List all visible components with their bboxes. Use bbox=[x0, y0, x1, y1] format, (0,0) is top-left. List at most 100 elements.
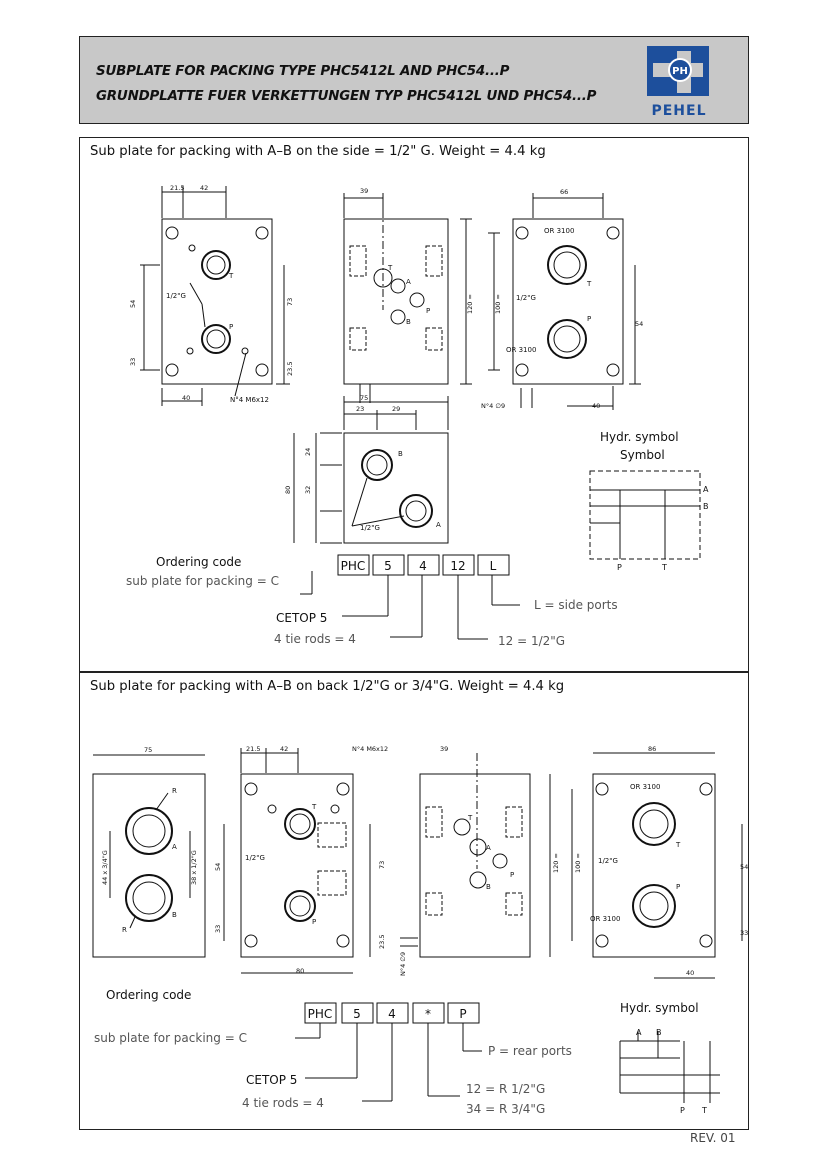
section2-title: Sub plate for packing with A–B on back 1… bbox=[90, 679, 565, 694]
ordering-subplate: sub plate for packing = C bbox=[126, 574, 279, 588]
oring-bottom: OR 3100 bbox=[590, 915, 620, 923]
ordering-cetop: CETOP 5 bbox=[276, 611, 327, 625]
port-A-side: A bbox=[486, 844, 491, 852]
dim-29: 29 bbox=[392, 405, 400, 413]
port-T-side: T bbox=[387, 264, 393, 272]
dim-42: 42 bbox=[280, 745, 288, 753]
ordering-subplate: sub plate for packing = C bbox=[94, 1031, 247, 1045]
dim-86: 86 bbox=[648, 745, 656, 753]
port-P: P bbox=[229, 323, 233, 331]
dim-holes-9: N°4 ∅9 bbox=[399, 952, 407, 976]
ordering-tie-rods: 4 tie rods = 4 bbox=[242, 1096, 324, 1110]
ordering-size: 12 = 1/2"G bbox=[498, 634, 565, 648]
port-T: T bbox=[228, 272, 234, 280]
code-box-L: L bbox=[490, 559, 497, 573]
ordering-size-34: 34 = R 3/4"G bbox=[466, 1102, 545, 1116]
oring-bottom: OR 3100 bbox=[506, 346, 536, 354]
dim-23-5: 23.5 bbox=[378, 935, 386, 949]
dim-120: 120 = bbox=[466, 294, 474, 314]
dim-33: 33 bbox=[129, 358, 137, 366]
port-T-3: T bbox=[586, 280, 592, 288]
dim-54: 54 bbox=[214, 863, 222, 871]
dim-54-right: 54 bbox=[635, 320, 643, 328]
hydr-symbol-subtitle: Symbol bbox=[620, 448, 665, 462]
code-box-12: 12 bbox=[450, 559, 465, 573]
section-side-ports: Sub plate for packing with A–B on the si… bbox=[79, 137, 749, 672]
logo-text: PEHEL bbox=[651, 103, 706, 119]
dim-54: 54 bbox=[129, 300, 137, 308]
dim-33-right: 33 bbox=[740, 929, 748, 937]
dim-38-thread: 38 x 1/2"G bbox=[190, 850, 198, 885]
sym-B: B bbox=[656, 1028, 662, 1037]
title-german: GRUNDPLATTE FUER VERKETTUNGEN TYP PHC541… bbox=[96, 89, 597, 104]
code-box-4: 4 bbox=[388, 1007, 396, 1021]
dim-73: 73 bbox=[378, 861, 386, 869]
code-box-4: 4 bbox=[419, 559, 427, 573]
port-A-side: A bbox=[406, 278, 411, 286]
sym-T: T bbox=[701, 1106, 707, 1115]
dim-73: 73 bbox=[286, 298, 294, 306]
title-band: SUBPLATE FOR PACKING TYPE PHC5412L AND P… bbox=[79, 36, 749, 124]
dim-40-right: 40 bbox=[592, 402, 600, 410]
ordering-tie-rods: 4 tie rods = 4 bbox=[274, 632, 356, 646]
dim-21-5: 21.5 bbox=[246, 745, 260, 753]
screws-label: N°4 M6x12 bbox=[352, 745, 388, 753]
code-box-5: 5 bbox=[384, 559, 392, 573]
dim-holes-9: N°4 ∅9 bbox=[481, 402, 505, 410]
port-B-bottom: B bbox=[398, 450, 403, 458]
oring-top: OR 3100 bbox=[630, 783, 660, 791]
code-box-phc: PHC bbox=[308, 1007, 333, 1021]
ordering-ports: L = side ports bbox=[534, 598, 618, 612]
dim-75: 75 bbox=[360, 394, 368, 402]
port-A-rear: A bbox=[172, 843, 177, 851]
oring-top: OR 3100 bbox=[544, 227, 574, 235]
ordering-title: Ordering code bbox=[106, 988, 191, 1002]
section1-title: Sub plate for packing with A–B on the si… bbox=[90, 144, 546, 159]
dim-54-right: 54 bbox=[740, 863, 748, 871]
port-B-rear: B bbox=[172, 911, 177, 919]
dim-33: 33 bbox=[214, 925, 222, 933]
thread-label-3: 1/2"G bbox=[598, 857, 618, 865]
dim-21-5: 21.5 bbox=[170, 184, 184, 192]
sym-T: T bbox=[661, 563, 667, 572]
section1-drawing: 21.5 42 39 66 54 73 33 23.5 40 120 = 100… bbox=[126, 184, 709, 648]
radius-bottom: R bbox=[122, 926, 127, 934]
code-box-phc: PHC bbox=[341, 559, 366, 573]
port-B-side: B bbox=[406, 318, 411, 326]
port-P-side: P bbox=[510, 871, 514, 879]
dim-23: 23 bbox=[356, 405, 364, 413]
dim-120: 120 = bbox=[552, 853, 560, 873]
port-P-3: P bbox=[587, 315, 591, 323]
thread-label: 1/2"G bbox=[245, 854, 265, 862]
sym-A: A bbox=[703, 485, 709, 494]
dim-40: 40 bbox=[182, 394, 190, 402]
sym-P: P bbox=[617, 563, 622, 572]
port-B-side: B bbox=[486, 883, 491, 891]
dim-42: 42 bbox=[200, 184, 208, 192]
dim-75: 75 bbox=[144, 746, 152, 754]
dim-100: 100 = bbox=[574, 853, 582, 873]
code-box-star: * bbox=[425, 1007, 431, 1021]
code-box-P: P bbox=[459, 1007, 466, 1021]
port-P: P bbox=[312, 918, 316, 926]
sym-P: P bbox=[680, 1106, 685, 1115]
dim-23-5: 23.5 bbox=[286, 362, 294, 376]
dim-32: 32 bbox=[304, 486, 312, 494]
port-P-side: P bbox=[426, 307, 430, 315]
pehel-logo: PH PEHEL bbox=[647, 46, 709, 119]
hydr-symbol-title: Hydr. symbol bbox=[620, 1001, 699, 1015]
dim-39: 39 bbox=[440, 745, 448, 753]
section2-drawing: 75 21.5 42 N°4 M6x12 39 86 44 x 3/4"G 38… bbox=[92, 745, 748, 1116]
dim-80: 80 bbox=[296, 967, 304, 975]
thread-label-3: 1/2"G bbox=[516, 294, 536, 302]
logo-mark: PH bbox=[672, 66, 688, 77]
dim-80: 80 bbox=[284, 486, 292, 494]
title-english: SUBPLATE FOR PACKING TYPE PHC5412L AND P… bbox=[96, 64, 510, 79]
port-T-3: T bbox=[675, 841, 681, 849]
dim-40: 40 bbox=[686, 969, 694, 977]
dim-44-thread: 44 x 3/4"G bbox=[101, 850, 109, 885]
revision-label: REV. 01 bbox=[690, 1131, 736, 1145]
ordering-size-12: 12 = R 1/2"G bbox=[466, 1082, 545, 1096]
thread-label-bottom: 1/2"G bbox=[360, 524, 380, 532]
section-rear-ports: Sub plate for packing with A–B on back 1… bbox=[79, 672, 749, 1130]
